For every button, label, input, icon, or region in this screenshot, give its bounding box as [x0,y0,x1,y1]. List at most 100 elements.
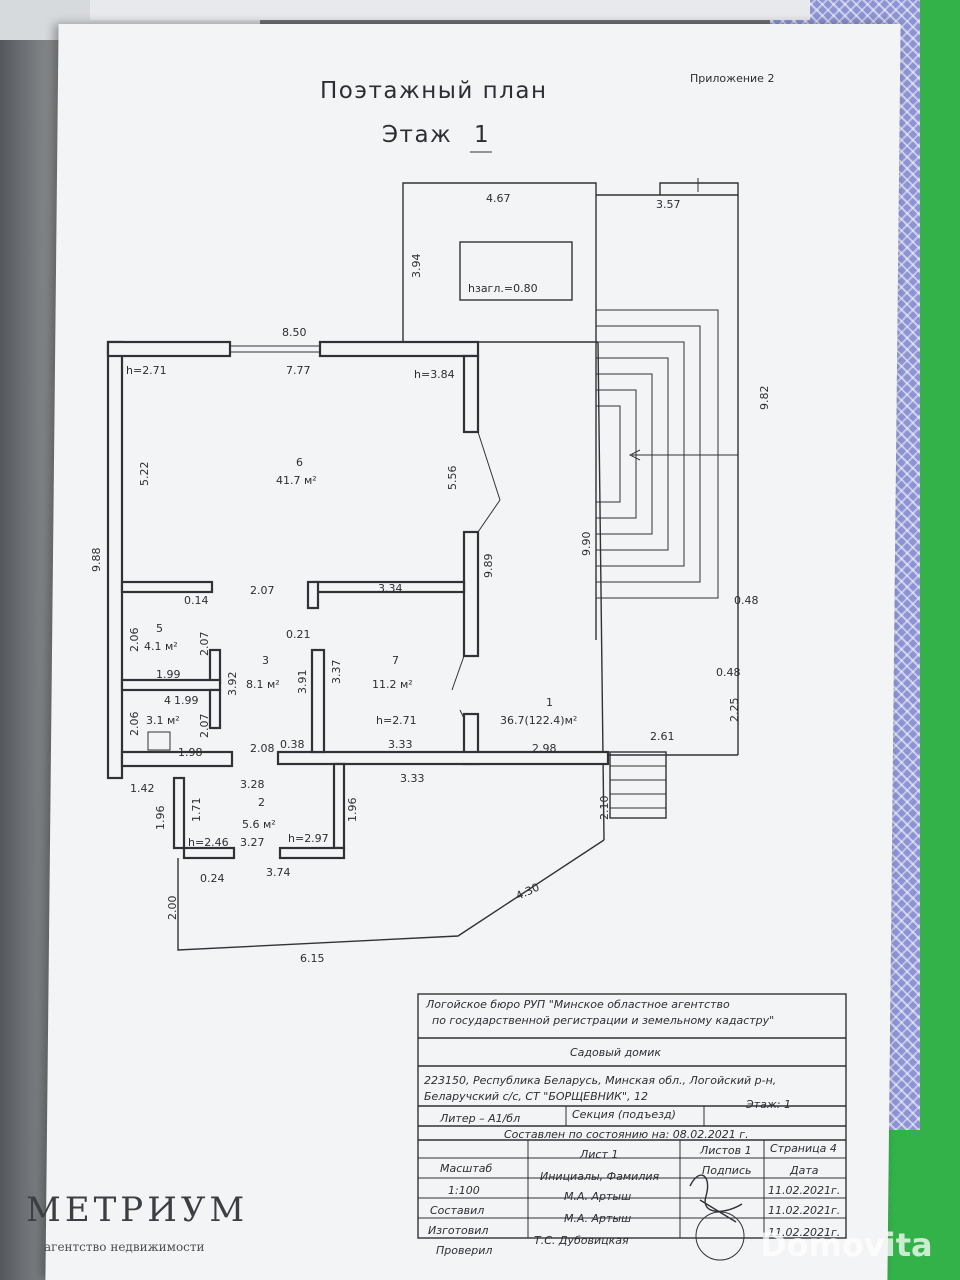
dim-label: 4.30 [514,881,542,903]
header-initials: Инициалы, Фамилия [540,1170,659,1183]
stairs-step [596,389,637,519]
height-label: h=2.46 [188,836,229,849]
dim-label: 2.61 [650,730,675,743]
stairs-step [596,357,669,551]
dim-label: 2.06 [128,712,141,737]
row-role: Составил [430,1204,484,1217]
dim-label: 0.24 [200,872,225,885]
room-area: 3.1 м² [146,714,180,727]
fixture [147,731,171,751]
height-label: h=2.71 [376,714,417,727]
door-swing [477,499,501,533]
header-scale: Масштаб [440,1162,492,1175]
room-area: 36.7(122.4)м² [500,714,577,727]
stairs-step [596,373,653,535]
stairs-step [596,309,719,599]
paper-under [90,0,810,20]
stamp-seal [695,1211,745,1261]
dim-label: 4.67 [486,192,511,205]
bottom-left-wall [120,750,234,768]
plan-title: Поэтажный план [320,78,548,104]
room-area: 4.1 м² [144,640,178,653]
floor-label: Этаж [382,122,452,148]
dim-label: 1.42 [130,782,155,795]
stamp-floor: Этаж: 1 [745,1098,791,1111]
dim-label: 3.33 [388,738,413,751]
dim-label: 2.25 [728,698,741,723]
dim-label: 9.90 [580,532,593,557]
address-line1: 223150, Республика Беларусь, Минская обл… [424,1074,776,1087]
stairs-step [596,341,685,567]
dim-label: 2.00 [166,896,179,921]
vestibule-bottom-right [278,846,346,860]
address-line2: Беларучский с/с, СТ "БОРЩЕВНИК", 12 [424,1090,648,1103]
room4-top-wall [120,678,222,692]
org-name-line2: по государственной регистрации и земельн… [432,1014,774,1027]
partition-mid [462,530,480,658]
dim-label: 2.08 [250,742,275,755]
liter-label: Литер – А1/бл [439,1112,520,1125]
top-wall-left [106,340,232,358]
row-date: 11.02.2021г. [768,1226,840,1239]
vestibule-bottom-left [182,846,236,860]
basement-height-label: hзагл.=0.80 [468,282,538,295]
dim-label: 3.91 [296,670,309,695]
room-area: 8.1 м² [246,678,280,691]
dim-label: 9.89 [482,554,495,579]
room-number: 6 [296,456,303,469]
vestibule-left [172,776,186,850]
room-area: 41.7 м² [276,474,317,487]
title-block [417,993,847,1239]
row-name: М.А. Артыш [564,1190,631,1203]
dim-label: 9.82 [758,386,771,411]
row-name: М.А. Артыш [564,1212,631,1225]
basement-hatch [459,241,573,301]
room7-wall-stub [306,580,320,610]
appendix-label: Приложение 2 [690,72,774,85]
dim-label: 1.99 [156,668,181,681]
dim-label: 1.96 [346,798,359,823]
dim-label: 2.06 [128,628,141,653]
dim-label: 3.28 [240,778,265,791]
room-area: 11.2 м² [372,678,413,691]
dim-label: 2.07 [198,714,211,739]
compiled-date: Составлен по состоянию на: 08.02.2021 г. [504,1128,749,1141]
object-name: Садовый домик [570,1046,661,1059]
row-date: 11.02.2021г. [768,1204,840,1217]
dim-label: 2.98 [532,742,557,755]
signature [689,1174,743,1223]
dim-label: 6.15 [300,952,325,965]
dim-label: 2.07 [250,584,275,597]
sheet-label: Лист 1 [579,1148,618,1161]
terrace-outline [177,839,605,951]
dim-label: 2.07 [198,632,211,657]
dim-label: 0.48 [734,594,759,607]
stairs-arrowhead [628,449,641,461]
scale-value: 1:100 [448,1184,480,1197]
entrance-stairs [609,751,667,819]
room-number: 7 [392,654,399,667]
dim-label: 7.77 [286,364,311,377]
metrium-tagline: агентство недвижимости [44,1240,205,1254]
room5-top-wall [120,580,214,594]
dim-label: 3.92 [226,672,239,697]
dim-label: 5.22 [138,462,151,487]
room-number: 2 [258,796,265,809]
row-date: 11.02.2021г. [768,1184,840,1197]
dim-label: 3.34 [378,582,403,595]
room4-side [208,688,222,730]
door-swing [451,655,465,691]
row-role: Изготовил [428,1224,488,1237]
domovita-watermark: Domovita [760,1226,933,1264]
dim-label: 0.38 [280,738,305,751]
dim-label: 3.57 [656,198,681,211]
dim-label: 1.99 [174,694,199,707]
door-swing [477,431,501,501]
dim-label: 2.10 [598,796,611,821]
metrium-logo: МЕТРИУМ [26,1190,249,1230]
stairs-step [596,325,701,583]
org-name-line1: Логойское бюро РУП "Минское областное аг… [425,998,730,1011]
dim-label: 0.21 [286,628,311,641]
dim-label: 3.33 [400,772,425,785]
porch-outline [402,182,597,640]
